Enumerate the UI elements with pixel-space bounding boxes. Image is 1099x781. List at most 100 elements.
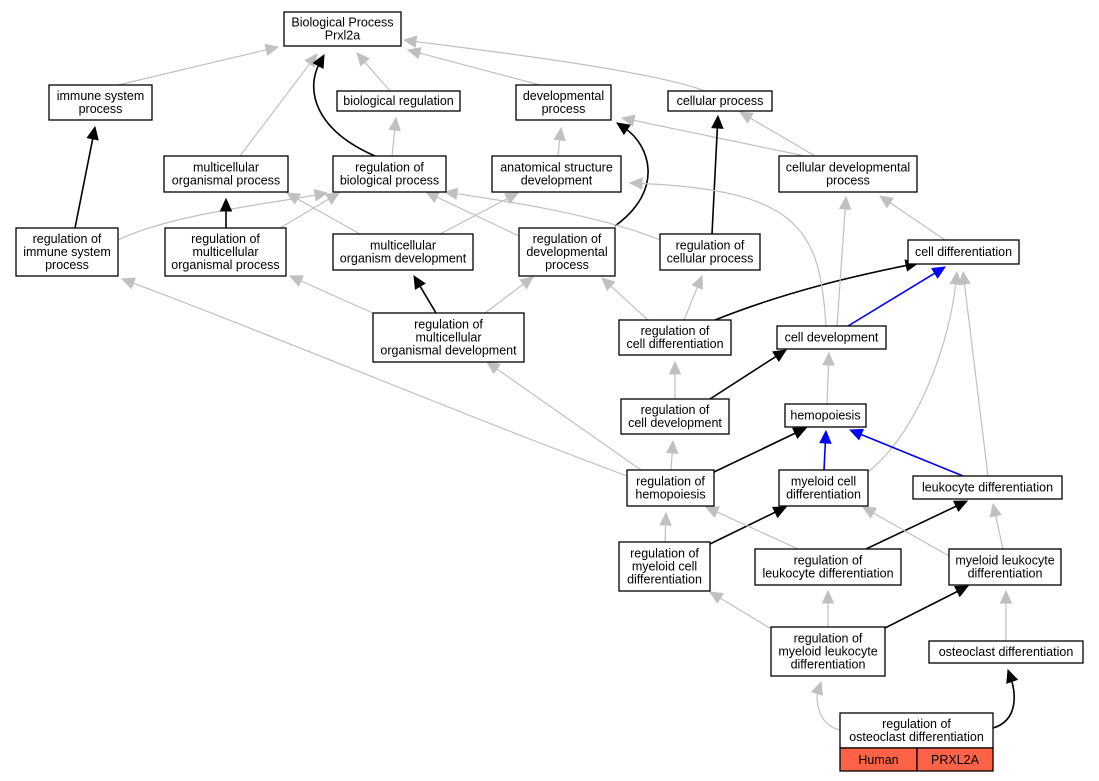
- edge-line: [130, 281, 628, 477]
- term-node-bioreg[interactable]: biological regulation: [336, 90, 461, 112]
- edge-line: [857, 432, 964, 477]
- edge-multidev-to-anat: [439, 192, 520, 235]
- edge-regosteo-to-osteo: [992, 668, 1019, 729]
- edge-line: [836, 205, 846, 327]
- edge-line: [294, 196, 361, 235]
- term-node-osteo[interactable]: osteoclast differentiation: [928, 640, 1084, 664]
- edge-line: [711, 124, 719, 235]
- arrowhead-icon: [424, 191, 440, 204]
- arrowhead-icon: [659, 511, 672, 526]
- edge-celldev-to-anat: [628, 177, 827, 327]
- term-box: [48, 84, 153, 121]
- term-label-line: biological process: [340, 174, 439, 188]
- arrowhead-icon: [413, 274, 426, 290]
- term-label-line: leukocyte differentiation: [762, 567, 893, 581]
- term-label-line: cell development: [785, 331, 879, 345]
- edge-celldev-to-celldevproc: [836, 195, 852, 327]
- edge-line: [494, 366, 642, 471]
- term-label-line: differentiation: [791, 658, 866, 672]
- edge-line: [614, 127, 649, 227]
- arrowhead-icon: [406, 47, 422, 60]
- edge-celldevproc-to-cellproc: [738, 111, 816, 157]
- edge-regmyeleuko-to-myeleuko: [884, 585, 970, 629]
- edge-regcelldiff-to-regcellproc: [683, 274, 704, 321]
- arrowhead-icon: [821, 589, 835, 604]
- edge-reghemo-to-regmultidev: [486, 361, 642, 471]
- edge-line: [887, 200, 946, 241]
- term-label-line: organism development: [340, 252, 467, 266]
- edge-regcelldev-to-celldev: [709, 349, 788, 400]
- term-label-line: development: [521, 174, 593, 188]
- arrowhead-icon: [838, 195, 852, 210]
- edge-cellproc-to-bp: [402, 35, 706, 92]
- edge-regdev-to-regbio: [424, 191, 520, 237]
- arrowhead-icon: [356, 52, 370, 67]
- term-label-line: myeloid cell: [632, 560, 697, 574]
- edge-line: [416, 51, 541, 86]
- term-node-leuko[interactable]: leukocyte differentiation: [912, 475, 1063, 500]
- term-node-cellproc[interactable]: cellular process: [667, 90, 773, 112]
- term-label-line: differentiation: [627, 573, 702, 587]
- arrowhead-icon: [313, 189, 329, 202]
- edge-line: [847, 271, 938, 327]
- term-label-line: regulation of: [641, 403, 710, 417]
- arrowhead-icon: [628, 177, 643, 190]
- edge-leuko-to-hemo: [848, 428, 964, 477]
- term-label-line: organismal process: [171, 258, 279, 272]
- edge-line: [867, 280, 957, 473]
- arrowhead-icon: [503, 192, 520, 205]
- edge-line: [826, 361, 830, 405]
- term-box: [667, 90, 773, 112]
- arrowhead-icon: [848, 428, 864, 441]
- edge-regosteo-to-regmyeleuko: [811, 680, 841, 731]
- term-label-line: regulation of: [355, 161, 424, 175]
- arrowhead-icon: [120, 277, 136, 290]
- term-box: [332, 233, 474, 271]
- edge-line: [816, 690, 841, 731]
- arrowhead-icon: [704, 506, 720, 518]
- term-box: [618, 541, 711, 592]
- edge-layer: [74, 35, 1019, 731]
- term-label-line: regulation of: [641, 324, 710, 338]
- term-label-line: immune system: [57, 89, 145, 103]
- term-node-celldev[interactable]: cell development: [776, 325, 887, 350]
- arrowhead-icon: [519, 276, 534, 290]
- term-node-celldiff[interactable]: cell differentiation: [907, 239, 1020, 265]
- edge-line: [713, 510, 799, 550]
- term-label-line: cellular developmental: [786, 161, 910, 175]
- edge-regdev-to-devproc: [614, 122, 649, 227]
- edge-line: [870, 510, 950, 557]
- edge-line: [963, 280, 989, 477]
- term-box: [518, 227, 616, 277]
- edge-anat-to-devproc: [553, 126, 566, 157]
- edge-line: [717, 596, 774, 631]
- term-node-hemo[interactable]: hemopoiesis: [784, 403, 867, 428]
- term-box: [515, 84, 612, 121]
- term-box: [912, 475, 1063, 500]
- term-label-line: osteoclast differentiation: [849, 730, 984, 744]
- term-label-line: multicellular: [193, 161, 259, 175]
- term-box: [948, 548, 1062, 586]
